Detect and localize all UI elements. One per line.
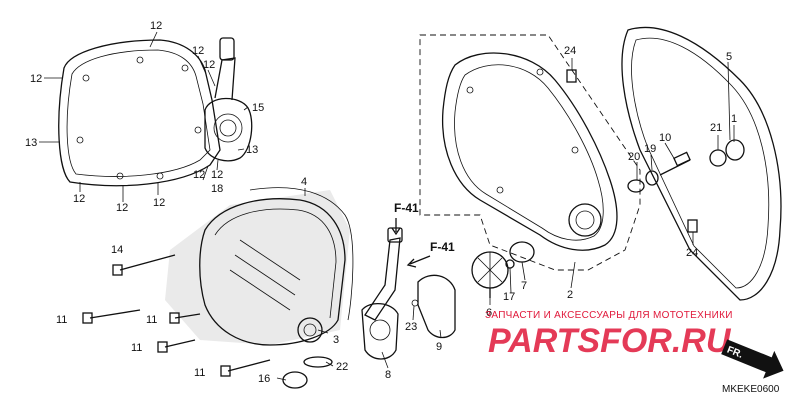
callout-2: 12 <box>30 73 42 85</box>
callout-33: 24 <box>686 247 698 259</box>
callout-28: 21 <box>710 122 722 134</box>
callout-16: 11 <box>56 314 67 326</box>
right-crankcase-cover-drawing <box>441 52 618 251</box>
callout-22: 22 <box>336 361 348 373</box>
dowel-pin-drawing <box>411 299 419 307</box>
water-pump-body-drawing <box>204 37 253 162</box>
clutch-cover-drawing <box>165 190 350 346</box>
diagram-code: MKEKE0600 <box>722 384 780 395</box>
callout-23: 8 <box>385 369 391 381</box>
callout-18: 11 <box>131 342 142 354</box>
callout-1: 12 <box>150 20 162 32</box>
callout-4: 12 <box>203 59 215 71</box>
callout-31: 19 <box>644 143 656 155</box>
callout-37: 2 <box>567 289 573 301</box>
callout-17: 11 <box>146 314 157 326</box>
oil-seal-drawing <box>709 149 727 167</box>
callout-3: 12 <box>192 45 204 57</box>
front-direction-arrow: FR. <box>721 339 784 379</box>
watermark-logo: PARTSFOR.RU <box>488 322 732 360</box>
dowel-bottom-drawing <box>687 219 698 233</box>
section-references: F-41 F-41 <box>391 201 455 268</box>
ref-f41-upper: F-41 <box>394 201 419 215</box>
callout-8: 12 <box>193 169 205 181</box>
watermark: ЗАПЧАСТИ И АКСЕССУАРЫ ДЛЯ МОТОТЕХНИКИ PA… <box>485 310 733 360</box>
shaft-assembly-drawing <box>627 151 691 193</box>
callout-34: 6 <box>486 307 492 319</box>
callout-12: 12 <box>116 202 128 214</box>
collar-drawing <box>725 139 745 161</box>
water-hose-joint-drawing <box>361 227 403 360</box>
callout-35: 17 <box>503 291 515 303</box>
callout-21: 16 <box>258 373 270 385</box>
callout-36: 7 <box>521 280 527 292</box>
callout-9: 12 <box>211 169 223 181</box>
oil-filler-cap-drawing <box>282 371 308 389</box>
callout-6: 13 <box>246 144 258 156</box>
crankcase-gasket-drawing <box>621 26 782 301</box>
pump-gasket-drawing <box>417 274 456 339</box>
callout-13: 12 <box>153 197 165 209</box>
impeller-drawing <box>471 251 509 298</box>
cover-gasket-outline <box>249 187 354 321</box>
callouts: 12 12 12 12 15 13 13 12 12 18 12 12 12 4… <box>25 20 737 385</box>
callout-15: 14 <box>111 244 123 256</box>
callout-20: 3 <box>333 334 339 346</box>
o-ring-drawing <box>303 356 333 368</box>
water-seal-drawing <box>509 241 535 263</box>
callout-7: 13 <box>25 137 37 149</box>
callout-25: 9 <box>436 341 442 353</box>
callout-30: 10 <box>659 132 671 144</box>
callout-24: 23 <box>405 321 417 333</box>
callout-27: 5 <box>726 51 732 63</box>
callout-10: 18 <box>211 183 223 195</box>
callout-26: 24 <box>564 45 576 57</box>
ref-f41-lower: F-41 <box>430 240 455 254</box>
watermark-tagline: ЗАПЧАСТИ И АКСЕССУАРЫ ДЛЯ МОТОТЕХНИКИ <box>485 310 733 321</box>
dowel-top-drawing <box>566 69 577 83</box>
bolts-drawing <box>82 254 271 377</box>
callout-5: 15 <box>252 102 264 114</box>
assembly-frame <box>419 34 641 271</box>
callout-19: 11 <box>194 367 205 379</box>
callout-32: 20 <box>628 151 640 163</box>
callout-14: 4 <box>301 176 307 188</box>
leader-lines <box>39 31 735 381</box>
callout-11: 12 <box>73 193 85 205</box>
callout-29: 1 <box>731 113 737 125</box>
clutch-cover-gasket-drawing <box>58 39 221 187</box>
